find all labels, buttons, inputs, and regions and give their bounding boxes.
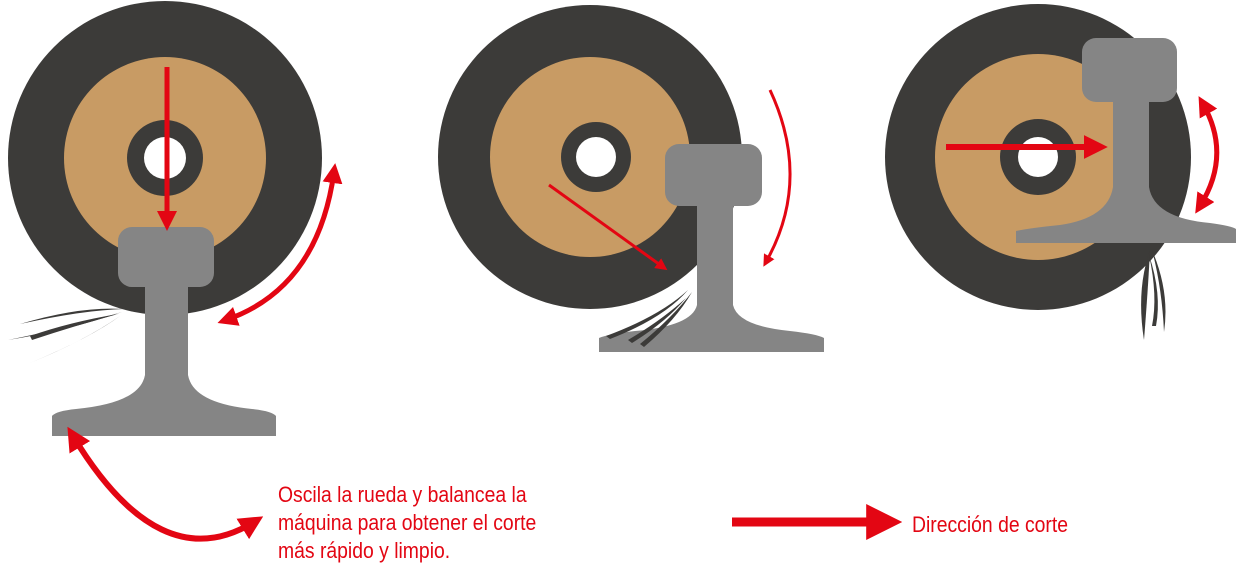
legend-oscillate-text: Oscila la rueda y balancea la máquina pa… <box>278 481 536 565</box>
sparks <box>8 308 124 363</box>
panel-diagonal-cut <box>438 5 824 352</box>
oscillation-arrow <box>217 163 343 326</box>
rail-section <box>52 227 276 436</box>
legend-oscillate-line-3: más rápido y limpio. <box>278 538 451 563</box>
rail-section <box>1016 38 1236 243</box>
wheel-hole <box>1018 137 1058 177</box>
panel-horizontal-cut <box>885 4 1236 340</box>
wheel-hole <box>576 137 616 177</box>
curved-double-arrow-icon <box>67 426 264 542</box>
sparks <box>1141 250 1166 340</box>
sparks <box>606 290 692 347</box>
rotation-arrow <box>763 89 792 267</box>
cut-direction-arrow <box>548 183 668 271</box>
legend-oscillate-line-1: Oscila la rueda y balancea la <box>278 482 527 507</box>
legend-oscillate-line-2: máquina para obtener el corte <box>278 510 537 535</box>
legend-direction-text: Dirección de corte <box>912 512 1069 537</box>
rail-section <box>599 144 824 352</box>
panel-vertical-cut <box>8 1 343 436</box>
oscillation-arrow <box>1195 96 1220 214</box>
